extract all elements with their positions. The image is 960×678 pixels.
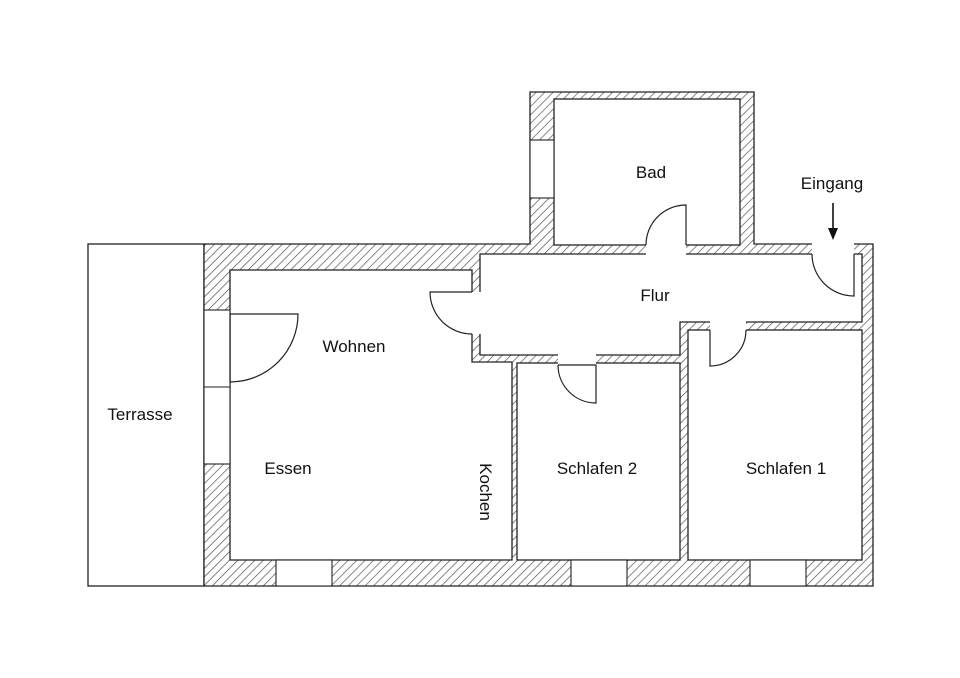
door-bad xyxy=(645,204,687,246)
label-flur: Flur xyxy=(640,286,670,305)
room-bad xyxy=(553,98,741,246)
room-flur xyxy=(479,253,863,356)
entrance-arrow-icon xyxy=(828,203,838,240)
window-essen xyxy=(275,559,333,587)
room-schlafen-1 xyxy=(687,329,863,561)
door-terrace xyxy=(229,313,299,383)
door-openings xyxy=(470,243,854,365)
door-wohnen xyxy=(429,291,473,335)
windows xyxy=(203,139,807,587)
label-terrasse: Terrasse xyxy=(107,405,172,424)
room-schlafen-2 xyxy=(516,362,681,561)
room-interiors xyxy=(229,98,863,561)
window-bad xyxy=(529,139,555,199)
door-schlafen-2 xyxy=(557,364,597,404)
terrace-area xyxy=(87,243,205,587)
label-essen: Essen xyxy=(264,459,311,478)
label-eingang: Eingang xyxy=(801,174,863,193)
doors xyxy=(229,204,855,404)
door-entrance xyxy=(811,253,855,297)
label-bad: Bad xyxy=(636,163,666,182)
label-schlafen-1: Schlafen 1 xyxy=(746,459,826,478)
room-wohnen-essen xyxy=(229,269,513,561)
door-schlafen-1 xyxy=(709,329,747,367)
label-schlafen-2: Schlafen 2 xyxy=(557,459,637,478)
label-wohnen: Wohnen xyxy=(322,337,385,356)
window-schlafen-2 xyxy=(570,559,628,587)
label-kochen: Kochen xyxy=(476,463,495,521)
window-schlafen-1 xyxy=(749,559,807,587)
